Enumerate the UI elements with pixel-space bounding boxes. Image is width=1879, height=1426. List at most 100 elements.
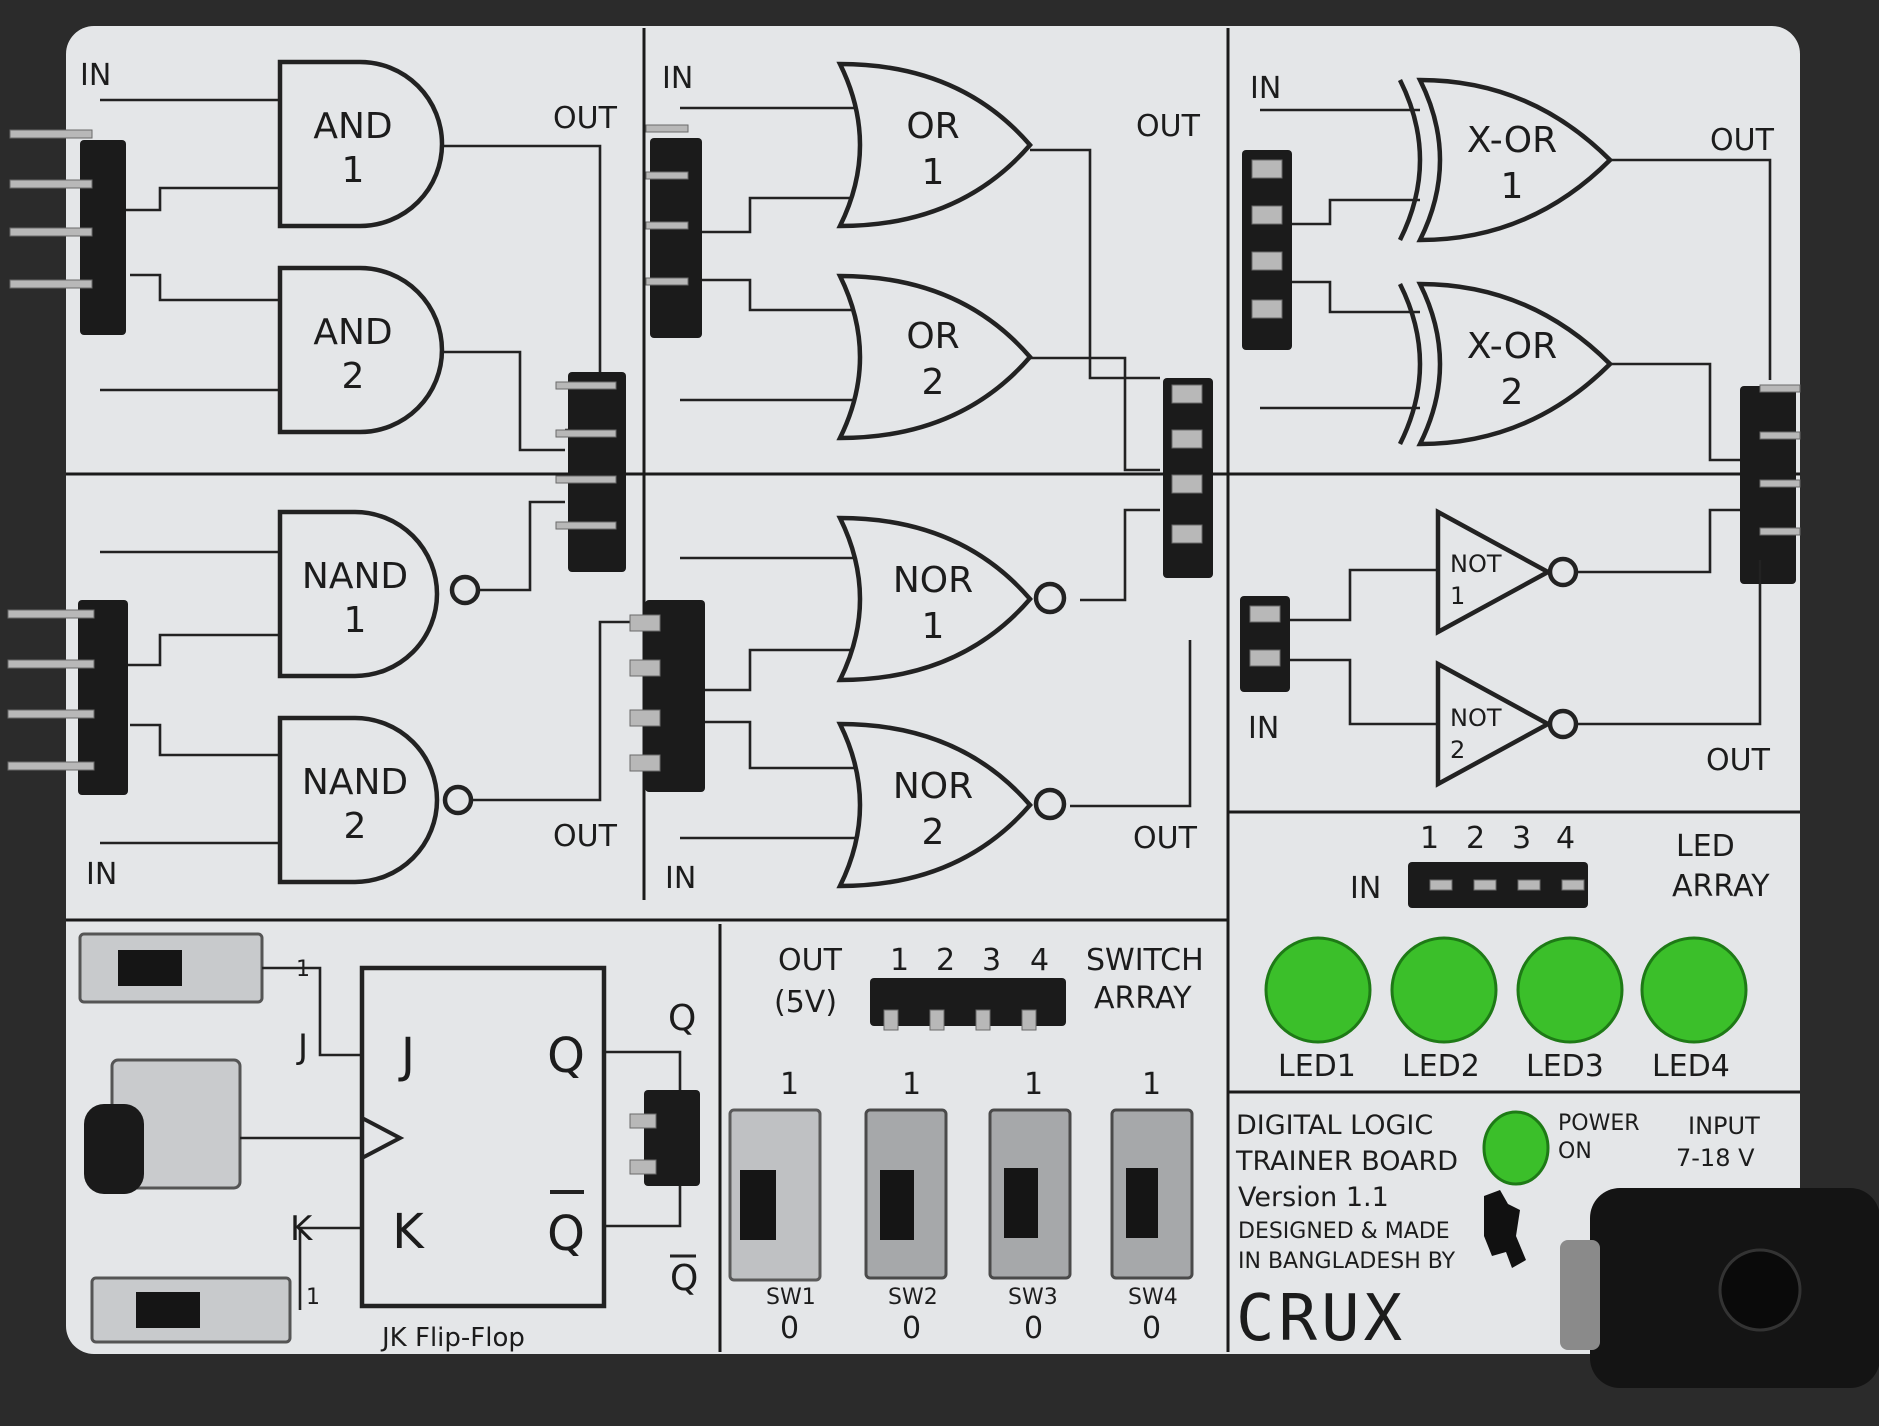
or1-number: 1 bbox=[922, 152, 945, 193]
switch-2-label: SW2 bbox=[888, 1285, 938, 1310]
not-section: NOT 1 NOT 2 IN OUT bbox=[1240, 508, 1771, 788]
qbar-output-label: Q bbox=[670, 1258, 698, 1299]
switch-out-label-1: OUT bbox=[778, 943, 843, 978]
board-version: Version 1.1 bbox=[1238, 1182, 1389, 1213]
nand-section: NAND 1 NAND 2 IN OUT bbox=[7, 500, 640, 892]
bangladesh-map-icon bbox=[1484, 1190, 1526, 1268]
nand-out-label: OUT bbox=[553, 819, 618, 854]
and-in-header[interactable] bbox=[80, 140, 126, 335]
led-1-label: LED1 bbox=[1278, 1049, 1356, 1084]
brand-logo: CRUX bbox=[1236, 1282, 1406, 1356]
switch-1-high: 1 bbox=[780, 1067, 799, 1102]
switch-pin-3: 3 bbox=[982, 943, 1001, 978]
j-switch-mark: 1 bbox=[296, 957, 310, 982]
not1-gate bbox=[1435, 508, 1553, 636]
or2-number: 2 bbox=[922, 362, 945, 403]
switch-2-knob[interactable] bbox=[880, 1170, 914, 1240]
and2-gate bbox=[277, 265, 445, 435]
not2-label: NOT bbox=[1450, 704, 1502, 732]
not1-bubble bbox=[1547, 556, 1579, 588]
nor2-label: NOR bbox=[893, 766, 973, 807]
not-out-label: OUT bbox=[1706, 743, 1771, 778]
flipflop-k: K bbox=[392, 1204, 425, 1260]
switch-pin-4: 4 bbox=[1030, 943, 1049, 978]
nor-out-label: OUT bbox=[1133, 821, 1198, 856]
switch-out-header[interactable] bbox=[870, 978, 1066, 1026]
nor1-bubble bbox=[1033, 581, 1067, 615]
not1-number: 1 bbox=[1450, 582, 1465, 610]
flipflop-out-header[interactable] bbox=[644, 1090, 700, 1186]
xor1-gate bbox=[1416, 77, 1614, 243]
xor-in-header[interactable] bbox=[1242, 150, 1292, 350]
nand2-label: NAND bbox=[302, 762, 408, 803]
switch-1-knob[interactable] bbox=[740, 1170, 776, 1240]
switch-2-low: 0 bbox=[902, 1311, 921, 1346]
input-label-1: INPUT bbox=[1688, 1112, 1760, 1140]
not-in-label: IN bbox=[1248, 711, 1279, 746]
led-4-label: LED4 bbox=[1652, 1049, 1730, 1084]
nand2-number: 2 bbox=[344, 806, 367, 847]
led-array-section: 1 2 3 4 IN LED ARRAY LED1 LED2 LED3 LED4 bbox=[1264, 821, 1770, 1084]
switch-4[interactable]: 1 SW4 0 bbox=[1110, 1067, 1194, 1346]
nand-in-header[interactable] bbox=[78, 600, 128, 795]
not2-bubble bbox=[1547, 708, 1579, 740]
switch-array-title-2: ARRAY bbox=[1094, 981, 1192, 1016]
and-in-label: IN bbox=[80, 58, 111, 93]
input-label-2: 7-18 V bbox=[1676, 1144, 1755, 1172]
switch-4-knob[interactable] bbox=[1126, 1168, 1158, 1238]
switch-4-low: 0 bbox=[1142, 1311, 1161, 1346]
led-pin-2: 2 bbox=[1466, 821, 1485, 856]
and1-gate bbox=[277, 59, 445, 229]
not1-label: NOT bbox=[1450, 550, 1502, 578]
power-label-2: ON bbox=[1558, 1139, 1592, 1164]
nor1-gate bbox=[836, 515, 1033, 683]
k-input-label: K bbox=[290, 1209, 314, 1249]
led-2 bbox=[1390, 936, 1498, 1044]
nand2-gate bbox=[277, 715, 440, 885]
and-out-label: OUT bbox=[553, 101, 618, 136]
switch-3-knob[interactable] bbox=[1004, 1168, 1038, 1238]
led-3-label: LED3 bbox=[1526, 1049, 1604, 1084]
nor-section: NOR 1 NOR 2 IN OUT bbox=[629, 508, 1198, 896]
flipflop-j: J bbox=[398, 1028, 415, 1084]
and2-label: AND bbox=[313, 312, 392, 353]
switch-3-label: SW3 bbox=[1008, 1285, 1058, 1310]
or-in-header[interactable] bbox=[650, 138, 702, 338]
switch-1[interactable]: 1 SW1 0 bbox=[728, 1067, 822, 1346]
or-section: OR 1 OR 2 IN OUT bbox=[645, 61, 1213, 578]
led-4 bbox=[1640, 936, 1748, 1044]
not2-number: 2 bbox=[1450, 736, 1465, 764]
board-credit-1: DESIGNED & MADE bbox=[1238, 1219, 1450, 1244]
switch-out-label-2: (5V) bbox=[774, 985, 837, 1020]
switch-pin-2: 2 bbox=[936, 943, 955, 978]
flipflop-q: Q bbox=[547, 1028, 585, 1084]
xor-in-label: IN bbox=[1250, 71, 1281, 106]
xor-section: X-OR 1 X-OR 2 IN OUT bbox=[1242, 71, 1801, 584]
nor2-number: 2 bbox=[922, 812, 945, 853]
and1-label: AND bbox=[313, 106, 392, 147]
switch-2[interactable]: 1 SW2 0 bbox=[864, 1067, 948, 1346]
or2-label: OR bbox=[906, 316, 959, 357]
and-section: AND 1 AND 2 IN OUT bbox=[9, 58, 626, 572]
led-2-label: LED2 bbox=[1402, 1049, 1480, 1084]
switch-3[interactable]: 1 SW3 0 bbox=[988, 1067, 1072, 1346]
nand1-number: 1 bbox=[344, 600, 367, 641]
led-pin-3: 3 bbox=[1512, 821, 1531, 856]
or2-gate bbox=[836, 273, 1033, 441]
nand-in-label: IN bbox=[86, 857, 117, 892]
nor2-gate bbox=[836, 721, 1033, 889]
and-out-header[interactable] bbox=[568, 372, 626, 572]
nand1-label: NAND bbox=[302, 556, 408, 597]
switch-2-high: 1 bbox=[902, 1067, 921, 1102]
switch-4-high: 1 bbox=[1142, 1067, 1161, 1102]
led-in-header[interactable] bbox=[1408, 862, 1588, 908]
switch-array-title-1: SWITCH bbox=[1086, 943, 1204, 978]
or-out-label: OUT bbox=[1136, 109, 1201, 144]
flipflop-title: JK Flip-Flop bbox=[380, 1323, 525, 1353]
switch-array-section: OUT (5V) 1 2 3 4 SWITCH ARRAY 1 SW1 0 1 … bbox=[728, 943, 1204, 1346]
led-in-label: IN bbox=[1350, 871, 1381, 906]
nor-in-header[interactable] bbox=[645, 600, 705, 792]
xor1-number: 1 bbox=[1501, 166, 1524, 207]
switch-4-label: SW4 bbox=[1128, 1285, 1178, 1310]
